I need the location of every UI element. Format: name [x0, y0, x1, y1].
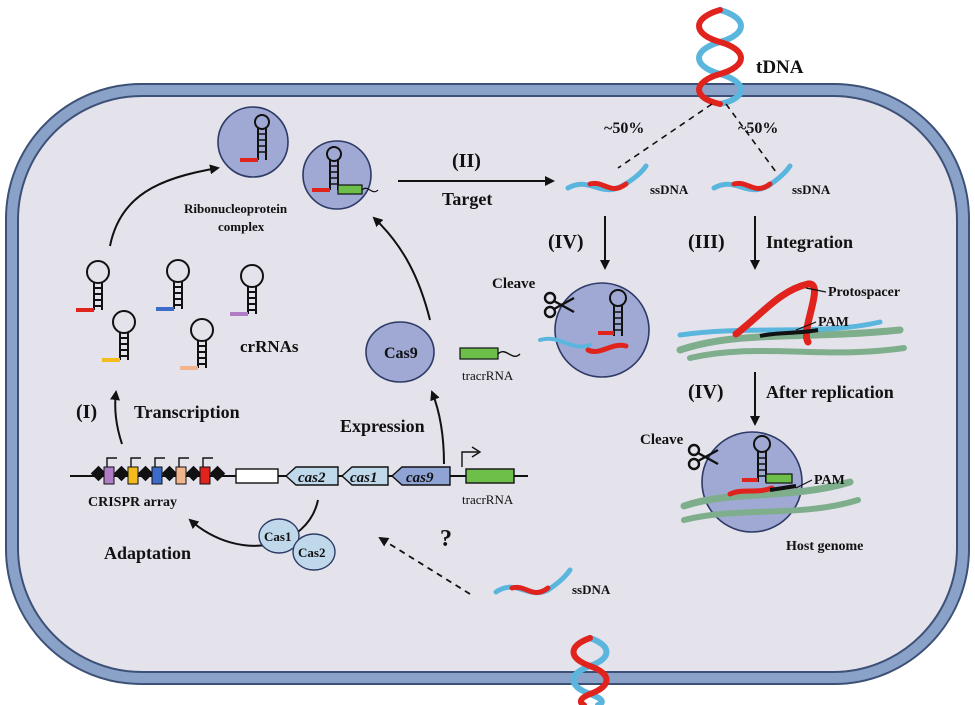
tracrrna-label-bottom: tracrRNA: [462, 492, 514, 507]
step-iv-label-top: (IV): [548, 231, 584, 253]
exiting-dna-helix-icon: [570, 635, 610, 705]
crispr-array-label: CRISPR array: [88, 495, 177, 510]
ssdna-label-right: ssDNA: [792, 182, 831, 197]
adaptation-label: Adaptation: [104, 543, 191, 563]
rnp-label-line1: Ribonucleoprotein: [184, 201, 288, 216]
cas9-cleave-complex: [538, 282, 650, 378]
expression-to-rnp-arrow: [372, 216, 431, 321]
ssdna-label-bottom: ssDNA: [572, 582, 611, 597]
scissors-icon-bottom: [687, 443, 719, 471]
crispr-locus: [70, 446, 528, 486]
tracrrna-tail: [497, 351, 521, 357]
step-iii-label: (III): [688, 231, 725, 253]
cell-cytoplasm: [17, 95, 958, 673]
step-iv-label-bottom: (IV): [688, 381, 724, 403]
protospacer-integration: [676, 280, 907, 361]
cas2-protein-label: Cas2: [298, 545, 325, 560]
cas9-protein: [365, 321, 435, 383]
expression-arrow: [430, 390, 445, 465]
scissors-icon-top: [543, 291, 575, 319]
host-genome-label: Host genome: [786, 539, 863, 554]
pam-label-top: PAM: [818, 315, 849, 330]
transcription-arrow: [110, 390, 123, 445]
percent-right: ~50%: [738, 120, 778, 137]
cas9-protein-label: Cas9: [384, 345, 418, 362]
rnp-complex-tracrrna: [302, 140, 379, 210]
cleave-label-top: Cleave: [492, 276, 536, 292]
step-ii-label: (II): [452, 150, 481, 172]
crrna-hairpin-yellow: [102, 310, 136, 362]
ssdna-uptake-arrow: [378, 536, 471, 595]
rnp-label-line2: complex: [218, 219, 265, 234]
cas9-genome-cleave-complex: [680, 431, 861, 533]
target-label: Target: [442, 189, 492, 209]
gene-cas2-label: cas2: [298, 470, 326, 486]
after-replication-label: After replication: [766, 382, 894, 402]
split-line-left: [617, 103, 713, 169]
protospacer-pointer: [805, 287, 827, 293]
percent-left: ~50%: [604, 120, 644, 137]
step-i-label: (I): [76, 401, 97, 423]
gene-cas1-label: cas1: [350, 470, 378, 486]
tracrrna-strand: [459, 347, 499, 360]
crrna-hairpin-red: [76, 260, 110, 312]
crrna-hairpin-blue: [156, 259, 190, 311]
protospacer-label: Protospacer: [828, 285, 900, 300]
pam-pointer-top: [795, 321, 817, 331]
tracrrna-label-top: tracrRNA: [462, 368, 514, 383]
question-mark: ?: [440, 526, 452, 552]
cleave-label-bottom: Cleave: [640, 432, 684, 448]
tdna-helix-icon: [696, 7, 744, 107]
pam-pointer-bottom: [795, 479, 813, 489]
crrna-to-rnp-arrow: [109, 164, 220, 247]
tdna-label: tDNA: [756, 57, 804, 78]
split-line-right: [725, 103, 777, 173]
transcription-label: Transcription: [134, 402, 240, 422]
cas1-protein: [258, 518, 300, 554]
crrnas-label: crRNAs: [240, 337, 299, 356]
expression-label: Expression: [340, 416, 425, 436]
cas2-protein: [292, 533, 336, 571]
gene-cas9-label: cas9: [406, 470, 434, 486]
crrna-hairpin-purple: [230, 264, 264, 316]
ssdna-label-left: ssDNA: [650, 182, 689, 197]
integration-label: Integration: [766, 232, 853, 252]
crrna-hairpin-peach: [180, 318, 214, 370]
rnp-complex-crrna: [217, 106, 289, 178]
ssdna-fragment-right: [711, 163, 793, 193]
cas1-protein-label: Cas1: [264, 529, 291, 544]
ssdna-fragment-left: [565, 163, 649, 193]
ssdna-fragment-bottom: [493, 567, 573, 596]
pam-label-bottom: PAM: [814, 473, 845, 488]
